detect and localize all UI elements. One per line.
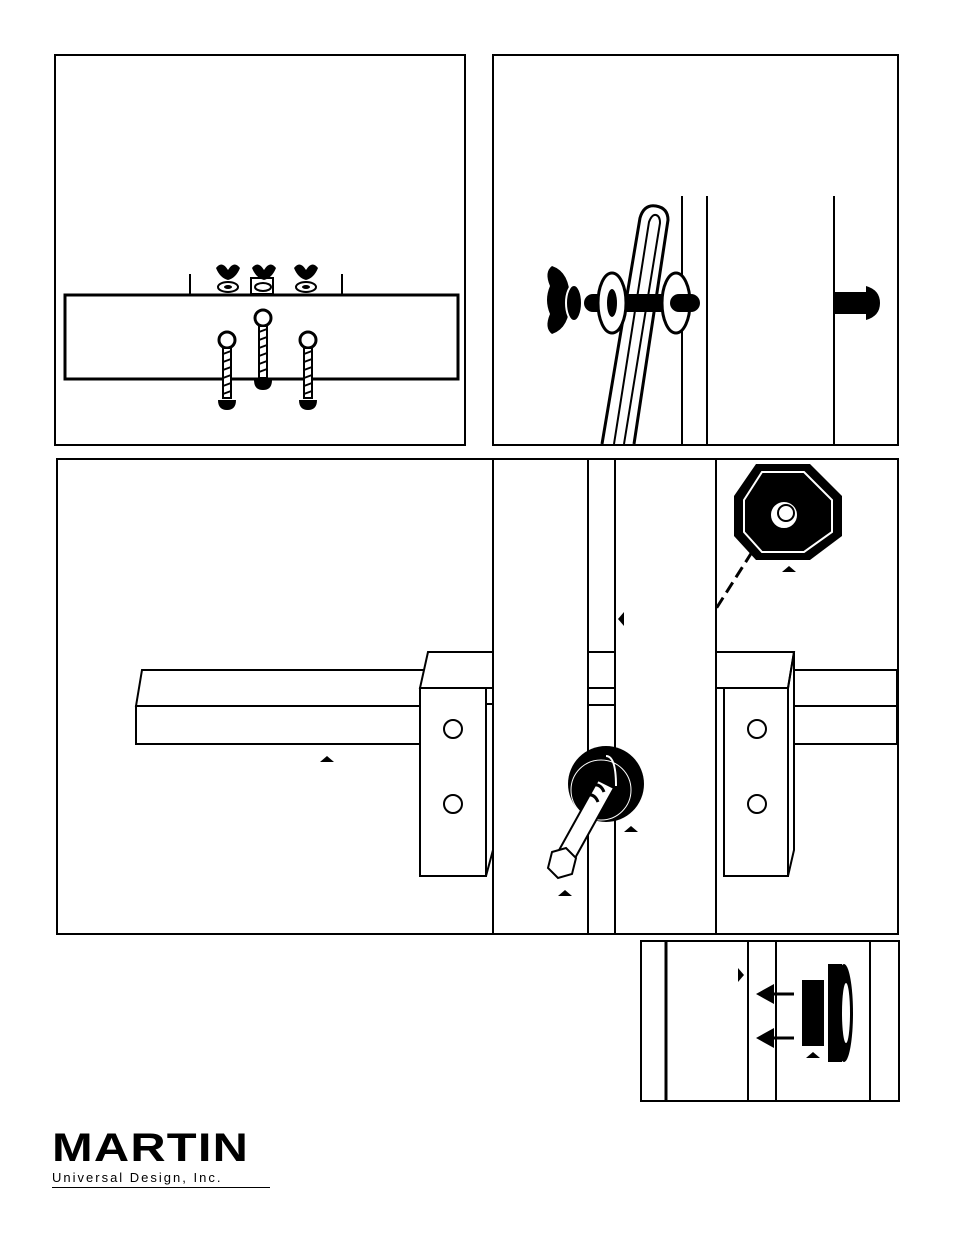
clamp-screws-illustration [56,56,464,444]
figure-c-panel [56,458,899,935]
nut-detail-icon [734,464,842,560]
wing-nut-icon [547,266,582,334]
washer-icon [828,964,853,1062]
brand-name: MARTIN [52,1128,325,1168]
bolt-icon [802,980,824,1046]
pointer-icon [618,612,624,626]
wing-nut-icon [251,264,276,294]
pointer-icon [320,756,334,762]
bolt-spacer-icon [548,746,644,878]
rail-bar [136,670,430,706]
brand-tagline: Universal Design, Inc. [52,1170,270,1188]
bolt-head-icon [834,286,880,320]
bracket-installation-illustration [58,460,897,933]
figure-b-panel [492,54,899,446]
martin-logo: MARTIN Universal Design, Inc. [52,1128,276,1184]
bracket-left [420,688,486,876]
pointer-icon [738,968,744,982]
wing-nut-icon [216,264,240,292]
wing-nut-side-illustration [494,56,897,444]
figure-a-panel [54,54,466,446]
bolt-insertion-illustration [642,942,898,1100]
figure-d-panel [640,940,900,1102]
bracket-right [724,688,788,876]
wing-nut-icon [294,264,318,292]
